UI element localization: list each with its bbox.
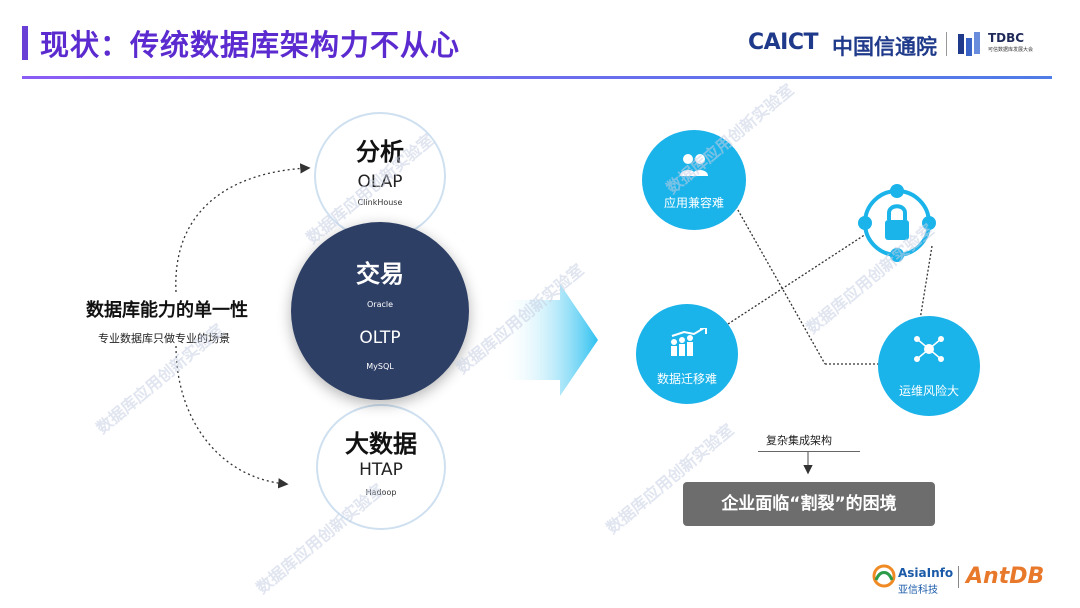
migrate-circle: 数据迁移难	[636, 304, 738, 404]
logo-separator	[946, 32, 947, 56]
htap-type: HTAP	[359, 460, 403, 480]
htap-title: 大数据	[345, 430, 417, 458]
migrate-label: 数据迁移难	[656, 372, 717, 386]
oltp-circle: 交易 Oracle OLTP MySQL	[291, 222, 469, 400]
single-capability-subtitle: 专业数据库只做专业的场景	[98, 332, 230, 345]
complex-architecture-underline	[758, 451, 860, 452]
olap-circle: 分析 OLAP ClinkHouse	[314, 112, 446, 240]
asiainfo-logo-icon	[872, 564, 896, 588]
asiainfo-logo-cn: 亚信科技	[898, 585, 938, 596]
antdb-logo: AntDB	[966, 564, 1045, 589]
tdbc-logo-sub: 可信数据库发展大会	[988, 47, 1034, 53]
htap-circle: 大数据 HTAP Hadoop	[316, 404, 446, 530]
oltp-example-1: Oracle	[366, 300, 394, 309]
footer-logo-separator	[958, 566, 959, 588]
oltp-title: 交易	[356, 260, 404, 288]
caict-logo-cn: 中国信通院	[832, 35, 937, 59]
olap-title: 分析	[356, 138, 404, 166]
arc-to-olap	[175, 163, 311, 293]
header-divider	[22, 76, 1052, 79]
oltp-example-2: MySQL	[366, 362, 394, 371]
result-box: 企业面临“割裂”的困境	[683, 482, 935, 526]
asiainfo-logo-text: AsiaInfo	[898, 566, 954, 580]
olap-example: ClinkHouse	[357, 198, 403, 207]
htap-example: Hadoop	[365, 488, 397, 497]
network-people-icon	[914, 336, 944, 362]
arc-to-htap	[175, 345, 289, 489]
page-title: 现状：传统数据库架构力不从心	[40, 28, 461, 62]
compat-label: 应用兼容难	[663, 196, 724, 210]
oltp-type: OLTP	[359, 328, 401, 348]
complex-architecture-label: 复杂集成架构	[766, 434, 832, 447]
ops-circle: 运维风险大	[878, 316, 980, 416]
compat-circle: 应用兼容难	[642, 130, 746, 230]
olap-type: OLAP	[357, 172, 403, 192]
single-capability-title: 数据库能力的单一性	[86, 300, 248, 321]
people-icon	[680, 154, 708, 176]
ops-label: 运维风险大	[898, 384, 959, 398]
title-accent-bar	[22, 26, 28, 60]
tdbc-logo-text: TDBC	[988, 31, 1025, 45]
lock-icon	[858, 184, 936, 262]
tdbc-logo-icon	[958, 32, 980, 56]
big-right-arrow	[500, 284, 598, 396]
growth-people-icon	[671, 328, 707, 356]
caict-logo-text: CAICT	[748, 30, 819, 55]
